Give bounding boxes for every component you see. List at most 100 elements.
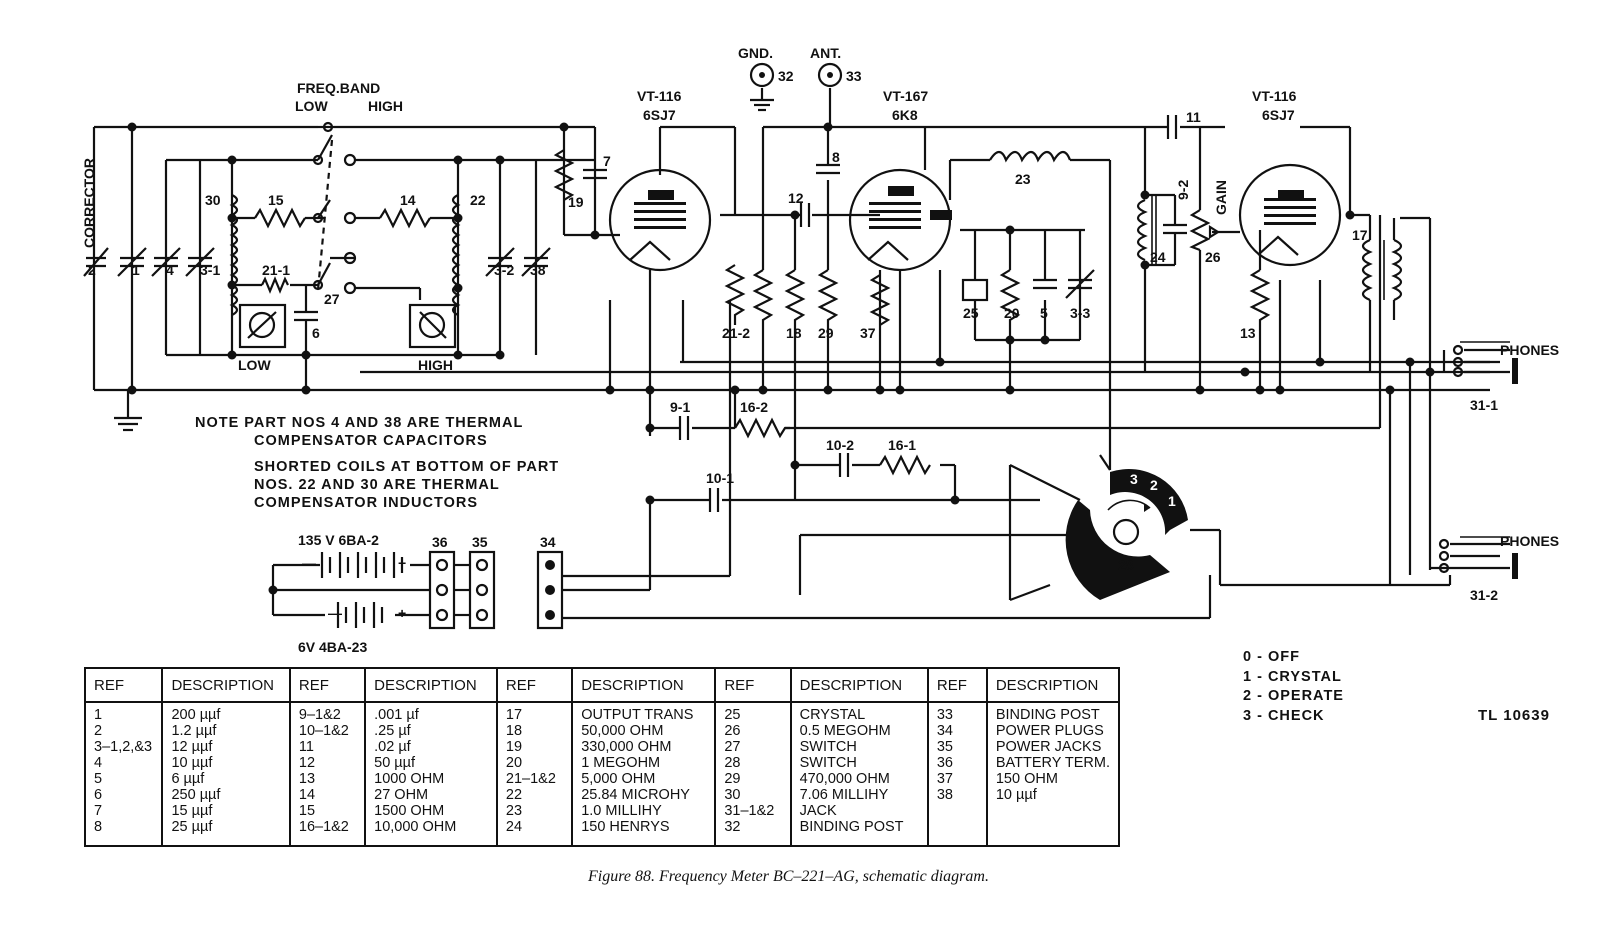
table-header: DESCRIPTION (790, 668, 929, 703)
part-36: 36 (432, 534, 448, 550)
table-cell: 17 18 19 20 21–1&2 22 23 24 (496, 702, 574, 846)
part-17: 17 (1352, 227, 1368, 243)
part-14: 14 (400, 192, 416, 208)
part-28: 28 (1118, 557, 1134, 573)
table-row: 1 2 3–1,2,&3 4 5 6 7 8 200 µµf 1.2 µµf 1… (85, 702, 1119, 846)
part-23: 23 (1015, 171, 1031, 187)
part-15: 15 (268, 192, 284, 208)
part-11: 11 (1186, 109, 1201, 125)
part-7: 7 (603, 153, 611, 169)
table-header: DESCRIPTION (986, 668, 1119, 703)
part-25: 25 (963, 305, 979, 321)
note-line-4: NOS. 22 AND 30 ARE THERMAL (254, 477, 500, 493)
table-header: REF (289, 668, 367, 703)
table-cell: CRYSTAL 0.5 MEGOHM SWITCH SWITCH 470,000… (790, 702, 929, 846)
legend-item: 3 - CHECK (1243, 707, 1325, 724)
part-33: 33 (846, 68, 862, 84)
note-line-5: COMPENSATOR INDUCTORS (254, 495, 478, 511)
tube2-label: VT-167 (883, 88, 928, 104)
part-12: 12 (788, 190, 804, 206)
part-3-2: 3-2 (494, 262, 514, 278)
gnd-label: GND. (738, 45, 773, 61)
part-13: 13 (1240, 325, 1256, 341)
coil-high-label: HIGH (418, 357, 453, 373)
jack-31-1-label: 31-1 (1470, 397, 1498, 413)
part-26: 26 (1205, 249, 1221, 265)
note-line-3: SHORTED COILS AT BOTTOM OF PART (254, 459, 559, 475)
legend-item: 1 - CRYSTAL (1243, 668, 1342, 685)
part-8: 8 (832, 149, 840, 165)
part-20: 20 (1004, 305, 1020, 321)
table-cell: .001 µf .25 µf .02 µf 50 µµf 1000 OHM 27… (365, 702, 498, 846)
corrector-label: CORRECTOR (81, 158, 97, 248)
part-4: 4 (166, 262, 174, 278)
switch-position-2: 2 (1150, 477, 1158, 493)
part-24: 24 (1150, 249, 1166, 265)
table-cell: OUTPUT TRANS 50,000 OHM 330,000 OHM 1 ME… (572, 702, 717, 846)
phones-label-1: PHONES (1500, 342, 1559, 358)
table-header: REF (496, 668, 574, 703)
tube1-label: VT-116 (637, 88, 682, 104)
part-10-2: 10-2 (826, 437, 854, 453)
part-30: 30 (205, 192, 221, 208)
battery-6v-label: 6V 4BA-23 (298, 639, 367, 655)
part-1: 1 (132, 262, 140, 278)
part-34: 34 (540, 534, 556, 550)
part-16-1: 16-1 (888, 437, 916, 453)
part-9-1: 9-1 (670, 399, 690, 415)
part-3-1: 3-1 (200, 262, 220, 278)
battery-135v-label: 135 V 6BA-2 (298, 532, 379, 548)
legend-item: 2 - OPERATE (1243, 688, 1344, 704)
switch-position-1: 1 (1168, 493, 1176, 509)
battery-6v-plus: + (398, 605, 406, 621)
part-22: 22 (470, 192, 486, 208)
note-line-1: NOTE PART NOS 4 AND 38 ARE THERMAL (195, 415, 523, 431)
part-32: 32 (778, 68, 794, 84)
battery-135v-minus: — (302, 555, 316, 571)
part-5: 5 (1040, 305, 1048, 321)
battery-135v-plus: + (398, 555, 406, 571)
part-2: 2 (88, 262, 96, 278)
labels: FREQ.BAND LOW HIGH CORRECTOR GND. ANT. V… (81, 45, 1559, 655)
junctions (127, 122, 1435, 595)
switch-position-0: 0 (1176, 522, 1184, 538)
legend-item: 0 - OFF (1243, 649, 1300, 665)
part-37: 37 (860, 325, 876, 341)
figure-caption: Figure 88. Frequency Meter BC–221–AG, sc… (588, 868, 989, 885)
freq-low-label: LOW (295, 98, 328, 114)
freq-band-label: FREQ.BAND (297, 80, 380, 96)
part-29: 29 (818, 325, 834, 341)
table-cell: 33 34 35 36 37 38 (927, 702, 988, 846)
table-header: REF (85, 668, 164, 703)
part-21-1: 21-1 (262, 262, 290, 278)
table-header: DESCRIPTION (572, 668, 717, 703)
part-9-2: 9-2 (1175, 180, 1191, 200)
part-27: 27 (324, 291, 340, 307)
tube3-label: VT-116 (1252, 88, 1297, 104)
part-35: 35 (472, 534, 488, 550)
table-header-row: REF DESCRIPTION REF DESCRIPTION REF DESC… (85, 668, 1119, 703)
table-cell: 200 µµf 1.2 µµf 12 µµf 10 µµf 6 µµf 250 … (162, 702, 291, 846)
part-21-2: 21-2 (722, 325, 750, 341)
tl-number: TL 10639 (1478, 707, 1550, 724)
switch-legend: 0 - OFF 1 - CRYSTAL 2 - OPERATE 3 - CHEC… (1243, 648, 1344, 726)
part-16-2: 16-2 (740, 399, 768, 415)
jack-31-2-label: 31-2 (1470, 587, 1498, 603)
parts-table: REF DESCRIPTION REF DESCRIPTION REF DESC… (84, 667, 1120, 847)
table-cell: 1 2 3–1,2,&3 4 5 6 7 8 (85, 702, 164, 846)
table-cell: BINDING POST POWER PLUGS POWER JACKS BAT… (995, 707, 1110, 803)
table-header: REF (715, 668, 792, 703)
coil-low-label: LOW (238, 357, 271, 373)
table-header: DESCRIPTION (162, 668, 291, 703)
part-19: 19 (568, 194, 584, 210)
battery-6v-minus: — (328, 605, 342, 621)
note-line-2: COMPENSATOR CAPACITORS (254, 433, 488, 449)
part-3-3: 3-3 (1070, 305, 1090, 321)
ant-label: ANT. (810, 45, 841, 61)
phones-label-2: PHONES (1500, 533, 1559, 549)
part-38: 38 (530, 262, 546, 278)
tube1-type: 6SJ7 (643, 107, 676, 123)
switch-position-3: 3 (1130, 471, 1138, 487)
part-6: 6 (312, 325, 320, 341)
